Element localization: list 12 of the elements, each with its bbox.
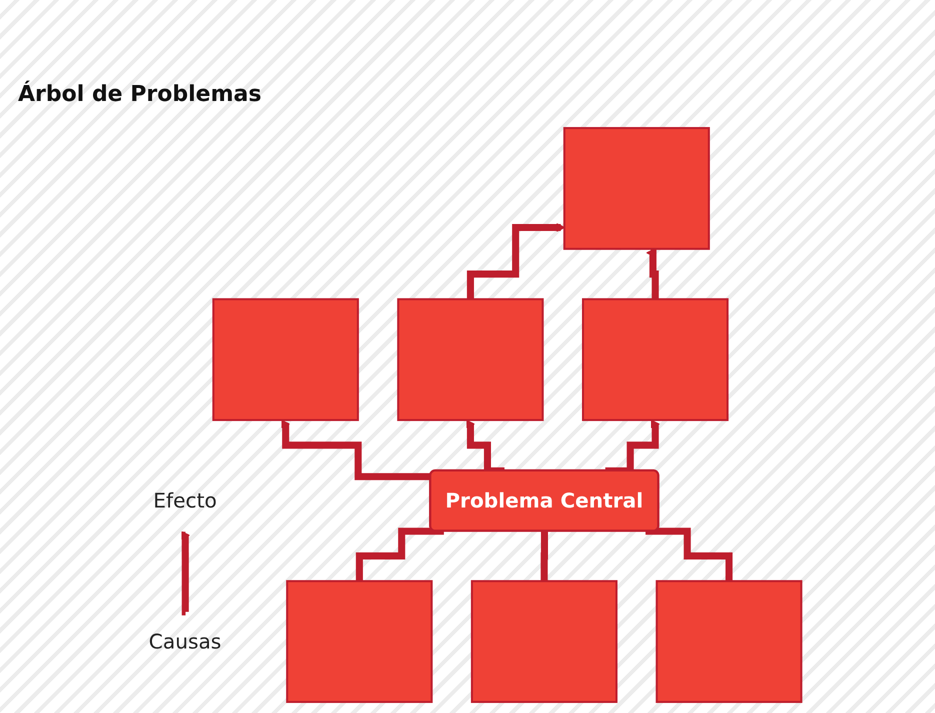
node-text: Causas xyxy=(148,629,222,654)
diagram-title: Árbol de Problemas xyxy=(18,82,262,107)
node-box xyxy=(563,127,710,250)
node-text: Efecto xyxy=(153,488,217,513)
node-box xyxy=(582,298,729,422)
node-box xyxy=(470,580,618,703)
arrow xyxy=(181,530,190,616)
arrow xyxy=(281,420,431,480)
node-box xyxy=(212,298,359,422)
node-box xyxy=(286,580,433,703)
node-box xyxy=(397,298,544,422)
node-box xyxy=(656,580,802,703)
